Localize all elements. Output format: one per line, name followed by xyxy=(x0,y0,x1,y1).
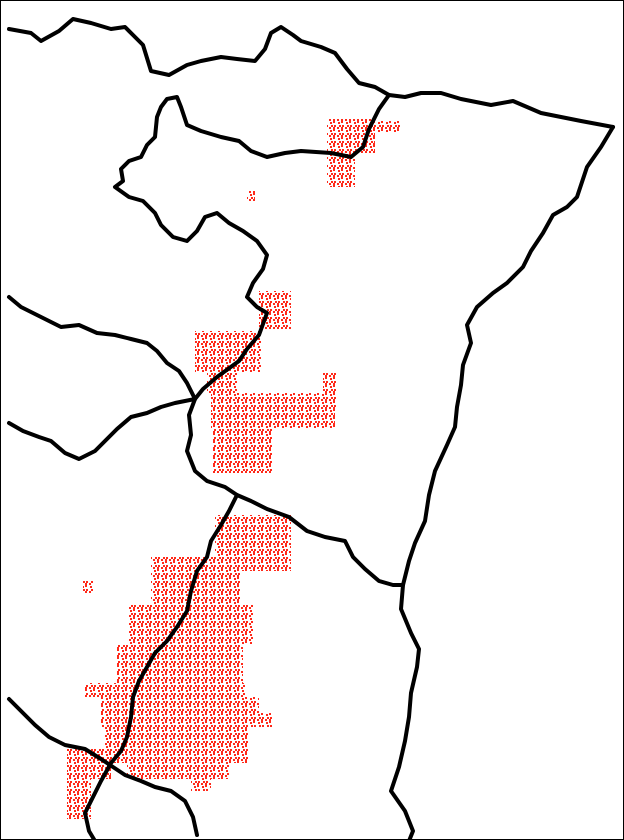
occurrence-cell xyxy=(375,121,401,133)
occurrence-cell xyxy=(191,779,211,791)
border-inner-north-line xyxy=(113,93,391,401)
border-southwest-line xyxy=(83,493,239,839)
border-east-line xyxy=(389,125,615,839)
occurrence-cell xyxy=(67,779,91,819)
occurrence-cell xyxy=(211,393,335,429)
border-west-line xyxy=(7,295,197,461)
occurrence-cell xyxy=(129,605,253,645)
occurrence-cell xyxy=(83,581,93,593)
boundary-layer xyxy=(7,17,615,839)
occurrence-cell xyxy=(101,697,259,727)
occurrence-layer xyxy=(67,119,401,819)
occurrence-cell xyxy=(127,763,229,779)
occurrence-cell xyxy=(195,331,261,373)
border-south-line xyxy=(7,697,199,837)
border-north-line xyxy=(7,17,615,129)
occurrence-cell xyxy=(257,713,273,727)
border-central-line xyxy=(185,397,405,587)
occurrence-cell xyxy=(247,191,255,201)
occurrence-cell xyxy=(213,429,273,473)
occurrence-cell xyxy=(85,683,245,697)
